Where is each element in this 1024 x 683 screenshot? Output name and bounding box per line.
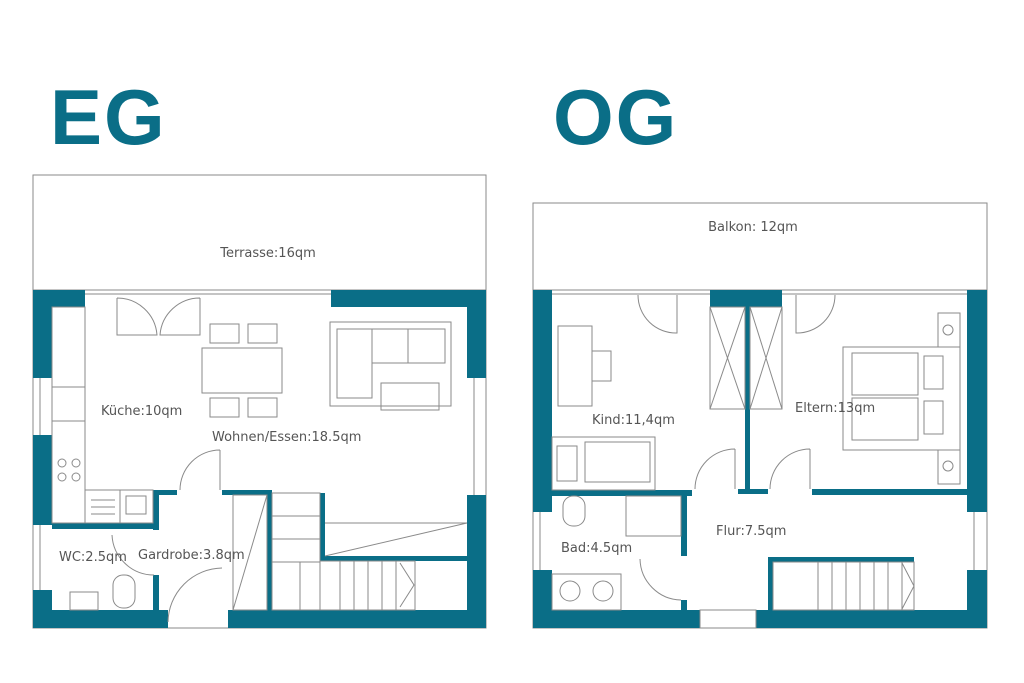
eg-title: EG <box>50 73 167 161</box>
stove-burner <box>57 458 67 468</box>
pillow <box>556 445 578 482</box>
door <box>639 558 682 601</box>
room-label-flur: Flur:7.5qm <box>716 524 786 539</box>
door <box>769 448 811 490</box>
double-bed <box>842 312 961 485</box>
wardrobe <box>709 306 783 410</box>
toilet <box>562 495 586 527</box>
stove-burner <box>57 472 67 482</box>
entrance-door <box>167 567 223 623</box>
og-title: OG <box>553 73 679 161</box>
room-label-kind: Kind:11,4qm <box>592 413 675 428</box>
room-label-wohnen-essen: Wohnen/Essen:18.5qm <box>212 430 361 445</box>
nightstand <box>937 312 961 348</box>
room-label-terrasse: Terrasse:16qm <box>219 246 316 261</box>
eg-walls <box>33 290 486 628</box>
door <box>179 449 221 491</box>
sofa <box>329 321 452 411</box>
double-sink <box>551 573 622 611</box>
desk <box>557 325 593 407</box>
stairs <box>772 561 915 611</box>
room-label-kueche: Küche:10qm <box>101 404 182 419</box>
window <box>699 609 757 629</box>
chair <box>591 350 612 382</box>
eg-plan: Terrasse:16qm <box>32 174 487 629</box>
door <box>694 448 736 490</box>
stove-burner <box>71 458 81 468</box>
og-plan: Balkon: 12qm <box>532 202 988 629</box>
room-label-gardrobe: Gardrobe:3.8qm <box>138 548 245 563</box>
nightstand <box>937 449 961 485</box>
room-label-eltern: Eltern:13qm <box>795 401 875 416</box>
blanket <box>584 441 651 483</box>
shower <box>625 495 682 537</box>
coffee-table <box>380 382 440 411</box>
stairs <box>232 492 468 611</box>
room-label-bad: Bad:4.5qm <box>561 541 632 556</box>
og-walls <box>533 290 987 628</box>
door <box>637 294 678 334</box>
toilet <box>112 574 136 609</box>
dining-table <box>201 323 283 418</box>
door <box>795 294 836 334</box>
wc-sink <box>69 591 99 611</box>
door <box>159 297 201 336</box>
room-label-wc: WC:2.5qm <box>59 550 127 565</box>
kitchen-counter <box>51 306 154 524</box>
kid-bed <box>551 436 656 491</box>
door <box>111 534 155 576</box>
stove-burner <box>71 472 81 482</box>
door <box>116 297 158 336</box>
room-label-balkon: Balkon: 12qm <box>708 220 798 235</box>
